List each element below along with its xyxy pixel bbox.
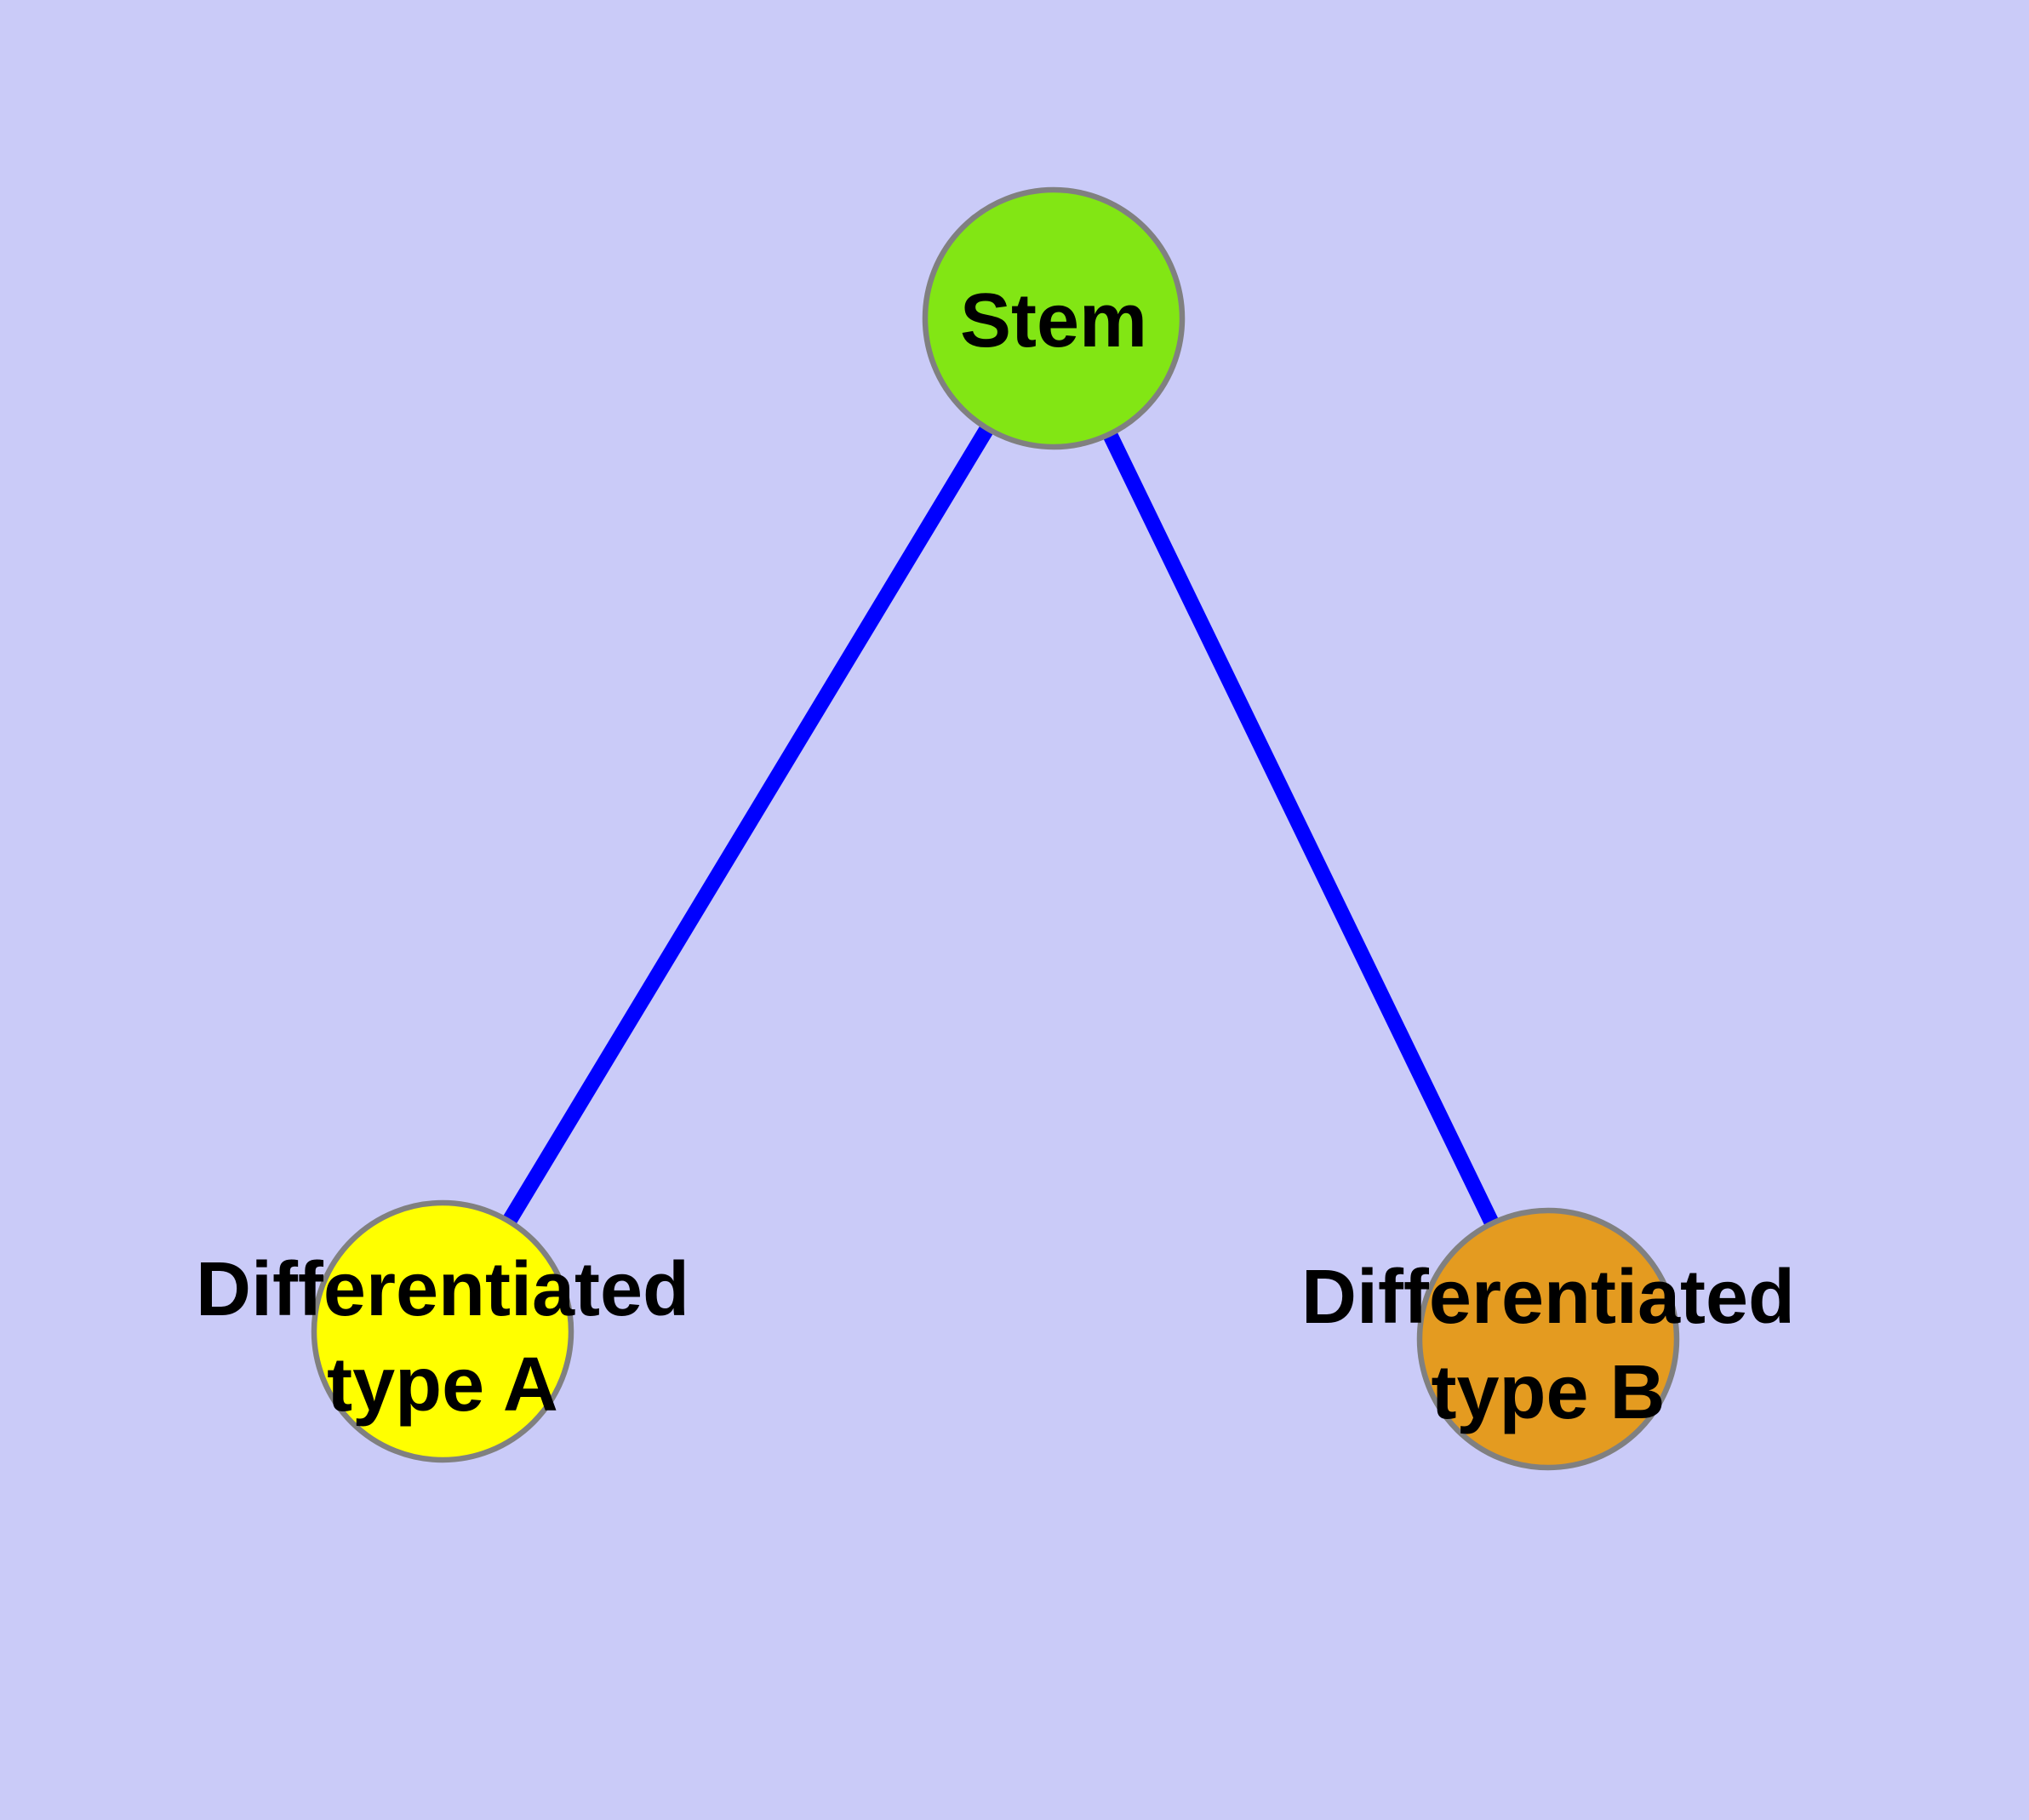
edge-stem-to-type-a [436, 314, 1060, 1336]
node-differentiated-type-a: Differentiated type A [196, 1199, 689, 1463]
edge-stem-to-type-b [1046, 315, 1556, 1342]
node-differentiated-type-a-label-line2: type A [327, 1342, 558, 1428]
node-differentiated-type-b: Differentiated type B [1301, 1207, 1795, 1471]
node-differentiated-type-a-label-line1: Differentiated [196, 1247, 689, 1332]
node-stem-label: Stem [960, 278, 1147, 363]
node-differentiated-type-b-label-line1: Differentiated [1301, 1255, 1795, 1340]
node-differentiated-type-b-circle[interactable] [1416, 1207, 1680, 1471]
node-stem-circle[interactable] [922, 186, 1186, 450]
node-differentiated-type-a-circle[interactable] [311, 1199, 574, 1463]
node-differentiated-type-b-label-line2: type B [1431, 1350, 1665, 1435]
edge-group [436, 314, 1556, 1342]
node-stem: Stem [922, 186, 1186, 450]
